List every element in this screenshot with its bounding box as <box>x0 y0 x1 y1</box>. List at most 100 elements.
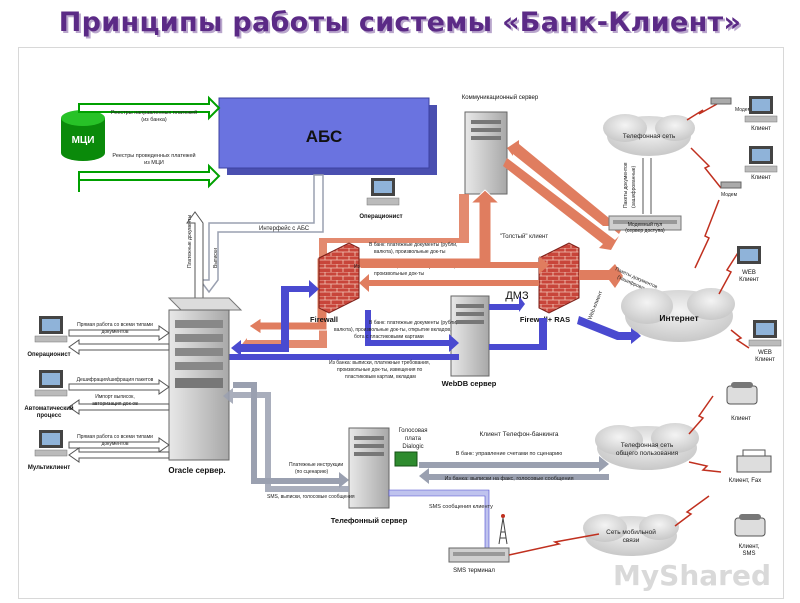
firewall-label: Firewall <box>310 315 338 324</box>
sms-msgs-label: SMS, выписки, голосовые сообщения <box>267 494 355 500</box>
mobile-net-2: связи <box>623 537 640 544</box>
sms-client-label: SMS сообщения клиенту <box>429 504 493 510</box>
web-client1-label: WEB <box>742 270 756 276</box>
client-fax-icon: Клиент, Fax <box>729 449 772 484</box>
left-client-arrows <box>68 325 170 463</box>
decrypt-label: Дешифрация/шифрация пакетов <box>77 377 154 383</box>
reg-sent-2: (из банка) <box>141 117 167 123</box>
import-2: авторизация док-ов <box>92 401 138 407</box>
green-arrows: Реестры направленных платежей (из банка)… <box>78 95 221 192</box>
client1-label: Клиент <box>751 126 771 132</box>
auto-process-1: Автоматический <box>24 405 73 412</box>
phone-net-label: Телефонная сеть <box>623 133 676 140</box>
modem1-label: Модем <box>735 107 752 113</box>
direct1-1: Прямая работа со всеми типами <box>77 322 153 328</box>
to-bank-5: бота с пластиковыми картами <box>354 334 424 340</box>
sms-terminal-icon: SMS терминал <box>448 547 510 574</box>
client1-computer-icon: Клиент <box>744 96 778 132</box>
watermark: MyShared <box>613 559 771 592</box>
from-bank-5: пластиковым картам, вкладам <box>345 374 416 380</box>
abs-iface-arrows: Интерфейс с АБС Платежные документы Выпи… <box>186 174 324 299</box>
to-bank-1: В банк: платежные документы (рубли, <box>369 242 457 248</box>
to-bank-2: валюта), произвольные док-ты <box>374 249 446 255</box>
internet-label: Интернет <box>659 313 698 323</box>
web-client-label: Web-клиент <box>587 290 604 321</box>
to-bank-4: валюта), произвольные док-ты, открытие в… <box>334 327 451 333</box>
client-phone-label: Клиент <box>731 416 751 422</box>
modem2-label: Модем <box>721 192 738 198</box>
direct2-1: Прямая работа со всеми типами <box>77 434 153 440</box>
iface-abs-label: Интерфейс с АБС <box>259 225 310 232</box>
title-shadow: Принципы работы системы «Банк-Клиент» <box>60 9 744 40</box>
from-bank-3: Из банка: выписки, платежные требования, <box>329 360 430 366</box>
modem2-icon: Модем <box>720 181 742 198</box>
operator-top-label: Операционист <box>359 214 402 220</box>
reg-done-1: Реестры проведенных платежей <box>112 152 195 159</box>
comm-server-icon: Коммуникационный сервер <box>462 94 539 195</box>
to-bank-3: В банк: платежные документы (рубли, <box>369 320 457 326</box>
public-net-cloud-icon: Телефонная сеть общего пользования <box>595 423 699 470</box>
web-client2-label: WEB <box>758 350 772 356</box>
direct1-2: документов <box>101 329 128 335</box>
diagram-panel: АБС МЦИ Реестры направленных платежей (и… <box>18 47 784 599</box>
pay-instr-1: Платежные инструкции <box>289 462 343 468</box>
paid-docs-1: Пакеты документов <box>623 162 629 208</box>
abs-label: АБС <box>306 127 343 146</box>
pay-docs-vertical: Платежные документы <box>187 214 193 268</box>
client2-label: Клиент <box>751 175 771 181</box>
web-client2-sub: Клиент <box>755 357 775 363</box>
from-bank-fax: Из банка: выписки на факс, голосовые соо… <box>444 476 573 482</box>
pay-instr-2: (по сценарию) <box>295 469 328 475</box>
operator-left-computer-icon: Операционист <box>27 316 71 358</box>
oracle-label: Oracle сервер. <box>168 466 225 475</box>
auto-process-2: процесс <box>37 413 62 419</box>
to-bank-phone: В банк: управление счетами по сценарию <box>456 451 563 457</box>
web-client2-computer-icon: WEB Клиент <box>748 320 782 363</box>
abs-block: АБС <box>218 97 437 175</box>
client2-computer-icon: Клиент <box>744 146 778 181</box>
sms-terminal-label: SMS терминал <box>453 568 495 574</box>
reg-done-2: из МЦИ <box>144 160 164 166</box>
dmz-label: ДМЗ <box>505 290 529 302</box>
antenna-icon <box>498 514 508 545</box>
page-title: Принципы работы системы «Банк-Клиент» Пр… <box>0 0 800 46</box>
modem-pool-2: (сервер доступа) <box>625 228 665 234</box>
auto-process-computer-icon: Автоматический процесс <box>24 370 74 419</box>
voice-1: Голосовая <box>398 428 427 434</box>
client-mobile-phone-icon: Клиент, SMS <box>734 514 766 557</box>
web-client1-sub: Клиент <box>739 277 759 283</box>
modem1-icon: Модем <box>710 97 752 113</box>
blue-arrows <box>219 280 641 366</box>
phone-server-icon: Телефонный сервер <box>331 427 408 525</box>
phone-arrows <box>223 382 609 559</box>
title-text: Принципы работы системы «Банк-Клиент» <box>58 7 742 38</box>
client-fax-label: Клиент, Fax <box>729 478 761 484</box>
voice-3: Dialogic <box>402 444 423 450</box>
fat-client-label: "Толстый" клиент <box>500 233 548 240</box>
mobile-net-1: Сеть мобильной <box>606 528 656 536</box>
webdb-server-icon: WebDB сервер <box>442 295 497 388</box>
operator-left-label: Операционист <box>27 352 70 358</box>
reg-sent-1: Реестры направленных платежей <box>111 109 197 116</box>
modem-pool-1: Модемный пул <box>628 221 663 228</box>
multiclient-computer-icon: Мультиклиент <box>28 430 70 471</box>
modem-pool-icon: Модемный пул (сервер доступа) <box>608 215 682 234</box>
client-mobile-1: Клиент, <box>739 544 760 550</box>
phone-banking-label: Клиент Телефон-банкинга <box>479 430 558 438</box>
from-bank-4: произвольные док-ты, извещения по <box>337 367 423 373</box>
client-mobile-2: SMS <box>742 551 755 557</box>
firewall-icon: Firewall <box>310 242 360 324</box>
oracle-server-icon: Oracle сервер. <box>167 297 243 475</box>
web-client1-computer-icon: WEB Клиент <box>737 246 761 283</box>
mci-label: МЦИ <box>72 135 95 146</box>
comm-server-label: Коммуникационный сервер <box>462 94 539 101</box>
paid-docs-2: (зашифрованные) <box>631 166 637 208</box>
public-net-1: Телефонная сеть <box>621 442 674 449</box>
phone-net-cloud-icon: Телефонная сеть <box>603 114 695 156</box>
from-bank-2: произвольные док-ты <box>374 271 425 277</box>
internet-cloud-icon: Интернет <box>621 288 735 342</box>
phone-server-label: Телефонный сервер <box>331 516 408 525</box>
statements-vertical: Выписки <box>213 248 219 268</box>
multiclient-label: Мультиклиент <box>28 465 70 471</box>
public-net-2: общего пользования <box>616 449 679 457</box>
